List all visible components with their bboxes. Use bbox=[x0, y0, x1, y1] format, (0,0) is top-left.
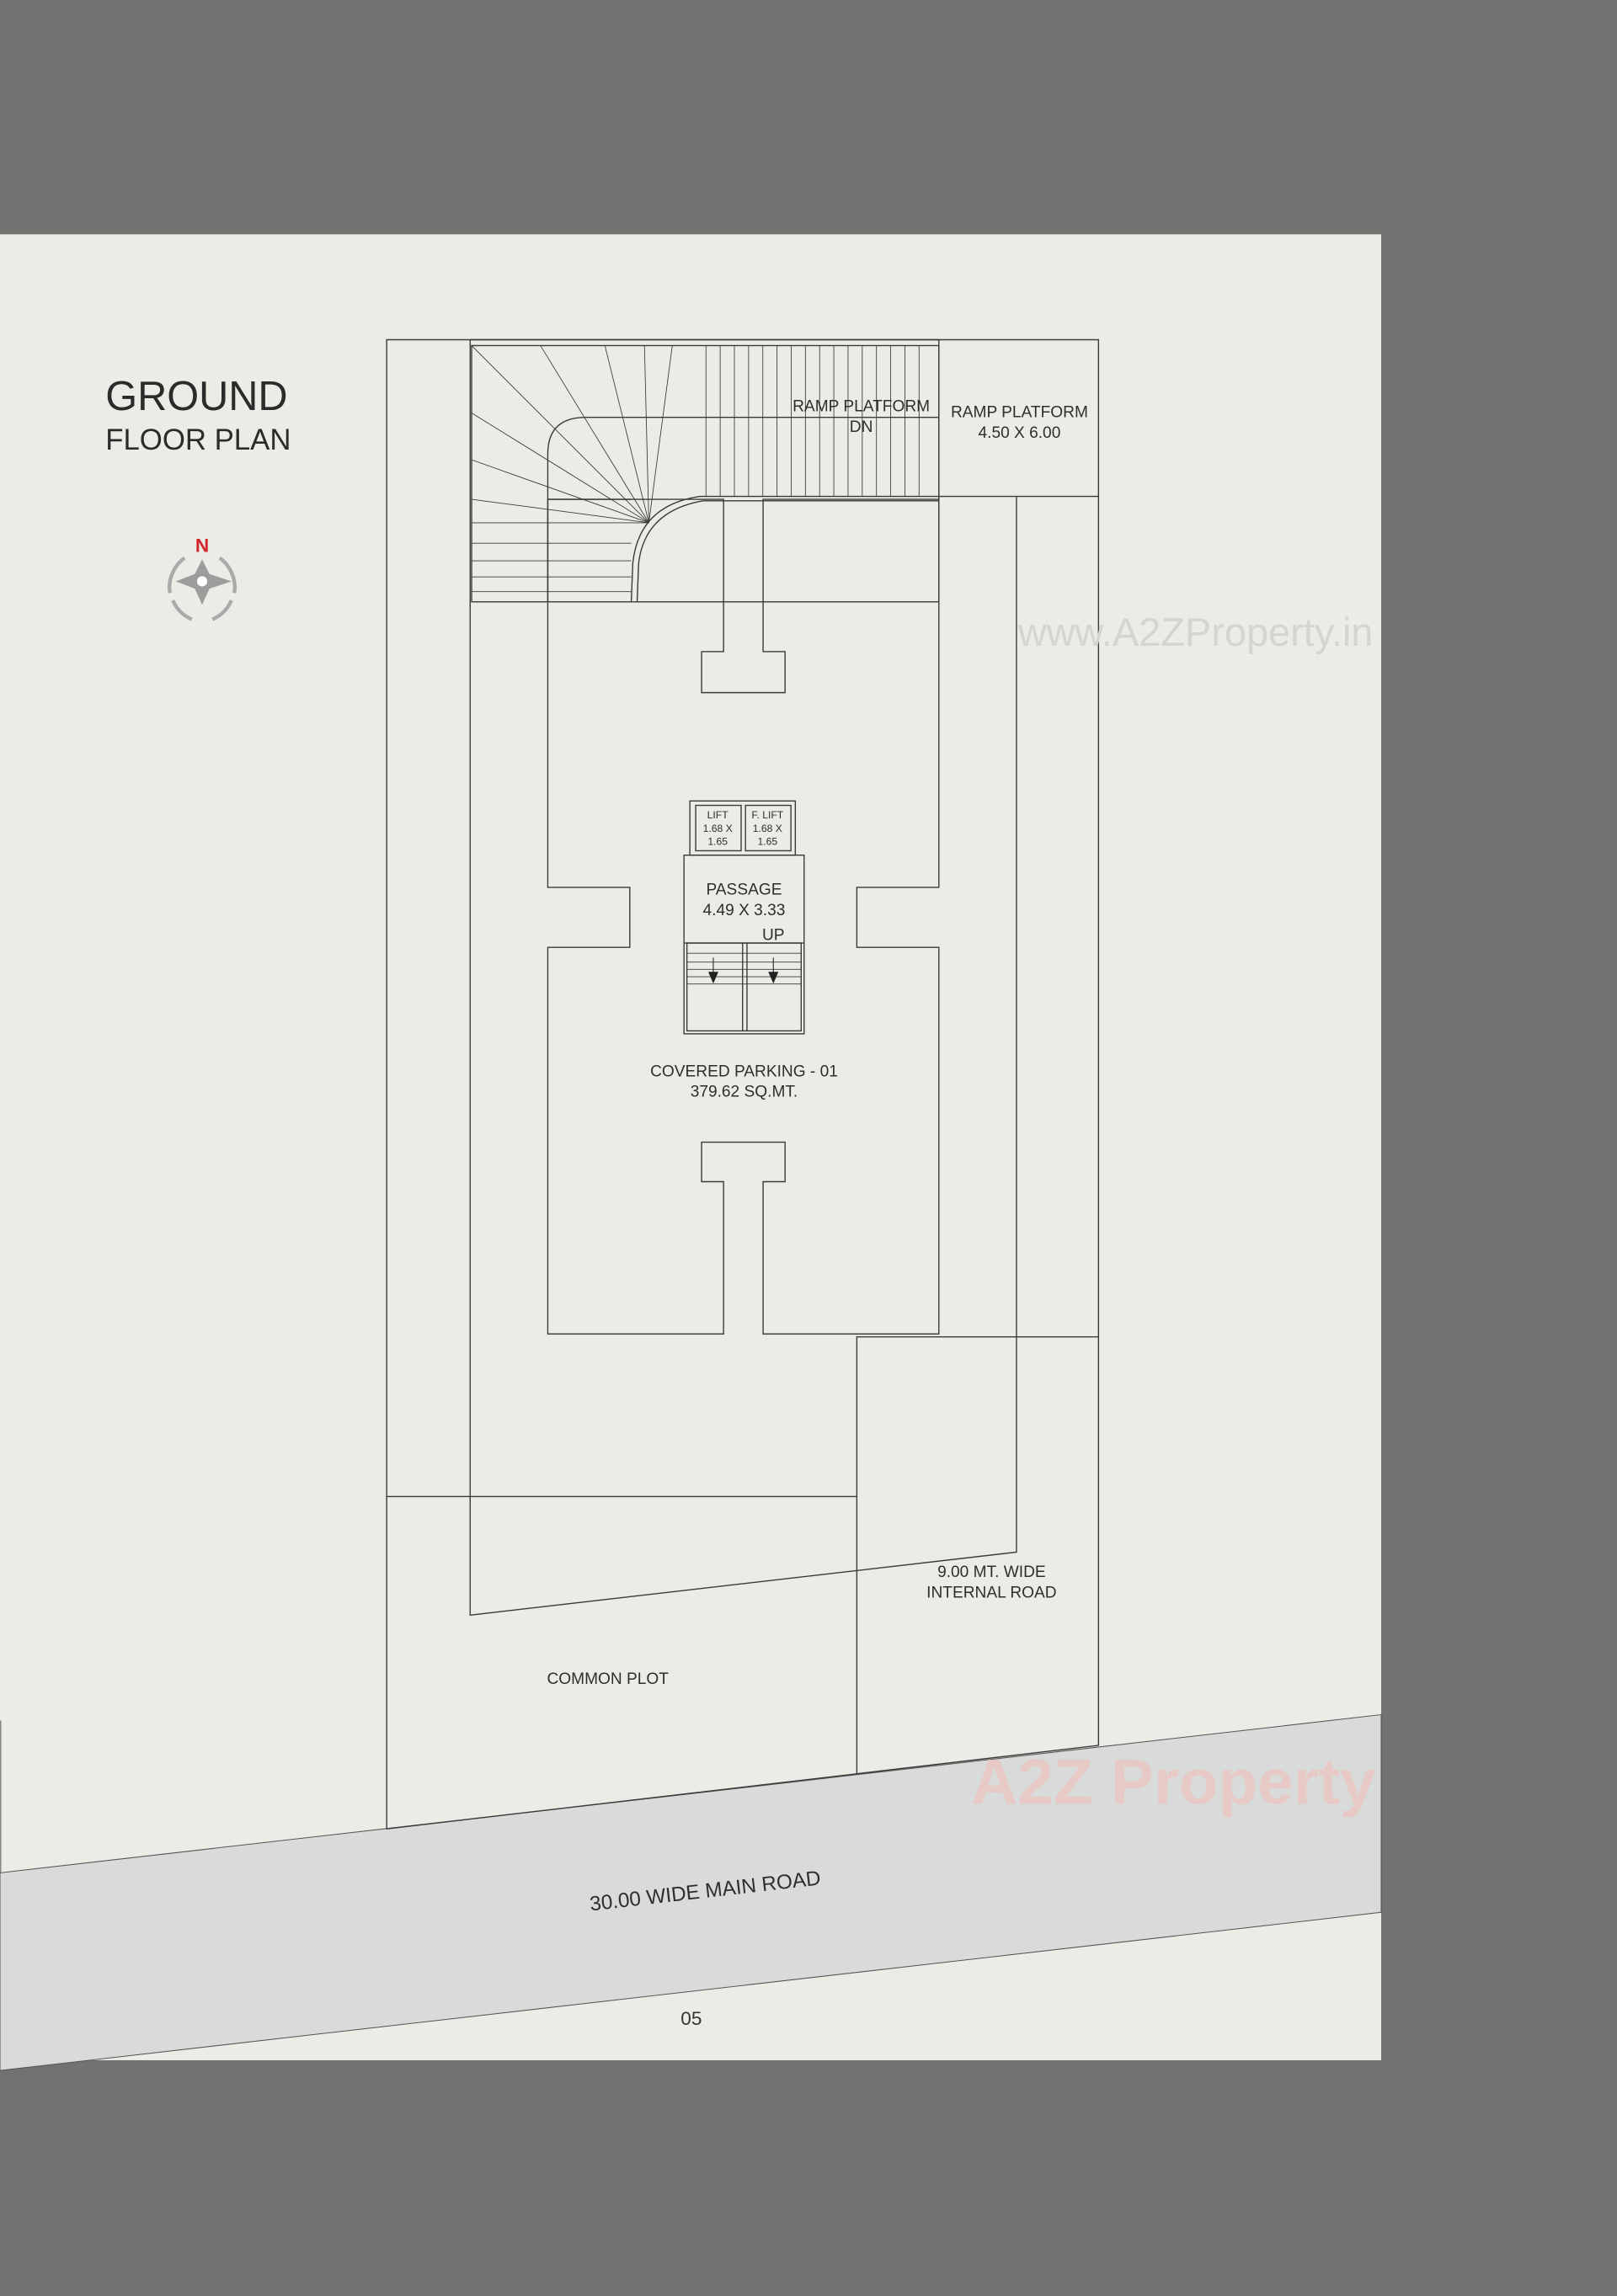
ramp-tread bbox=[471, 345, 649, 524]
ramp-dn-direction: DN bbox=[850, 418, 873, 436]
main-road bbox=[0, 1713, 1382, 2071]
passage-label: PASSAGE bbox=[706, 882, 782, 899]
lift-core bbox=[683, 800, 805, 1035]
ramp-tread bbox=[540, 345, 649, 524]
north-label: N bbox=[195, 535, 209, 557]
lift bbox=[695, 804, 742, 852]
ramp-tread bbox=[643, 345, 649, 523]
ramp-platform-size: 4.50 X 6.00 bbox=[979, 424, 1061, 442]
fire-lift bbox=[744, 804, 792, 852]
fire-lift-label: F. LIFT bbox=[751, 809, 783, 821]
internal-road-label-2: INTERNAL ROAD bbox=[926, 1584, 1056, 1601]
parking-area: 379.62 SQ.MT. bbox=[691, 1084, 798, 1101]
fire-lift-size-2: 1.65 bbox=[757, 836, 777, 848]
ramp-tread bbox=[471, 459, 649, 524]
plan-title-line1: GROUND bbox=[105, 374, 287, 419]
url-watermark: www.A2ZProperty.in bbox=[1017, 610, 1374, 654]
page-number: 05 bbox=[680, 2008, 702, 2029]
lift-label: LIFT bbox=[707, 809, 729, 821]
passage-size: 4.49 X 3.33 bbox=[703, 902, 786, 919]
passage bbox=[683, 854, 805, 1035]
lift-size-1: 1.68 X bbox=[703, 823, 733, 834]
ramp-tread bbox=[648, 345, 673, 523]
brand-watermark: A2Z Property bbox=[971, 1747, 1376, 1819]
ramp bbox=[471, 344, 940, 603]
common-plot-label: COMMON PLOT bbox=[547, 1670, 669, 1688]
ramp-dn-label: RAMP PLATFORM bbox=[792, 398, 930, 416]
ramp-tread bbox=[471, 498, 649, 524]
ramp-tread bbox=[604, 345, 649, 523]
stair-up-label: UP bbox=[762, 927, 785, 945]
fire-lift-size-1: 1.68 X bbox=[753, 823, 782, 834]
plan-title-line2: FLOOR PLAN bbox=[105, 424, 291, 456]
lift-size-2: 1.65 bbox=[707, 836, 728, 848]
parking-label: COVERED PARKING - 01 bbox=[650, 1063, 838, 1080]
ramp-platform-label: RAMP PLATFORM bbox=[951, 404, 1088, 422]
covered-parking-outline bbox=[547, 498, 940, 1335]
compass-icon: N bbox=[168, 535, 237, 621]
ramp-tread bbox=[471, 413, 649, 524]
internal-road-label: 9.00 MT. WIDE bbox=[937, 1564, 1046, 1581]
